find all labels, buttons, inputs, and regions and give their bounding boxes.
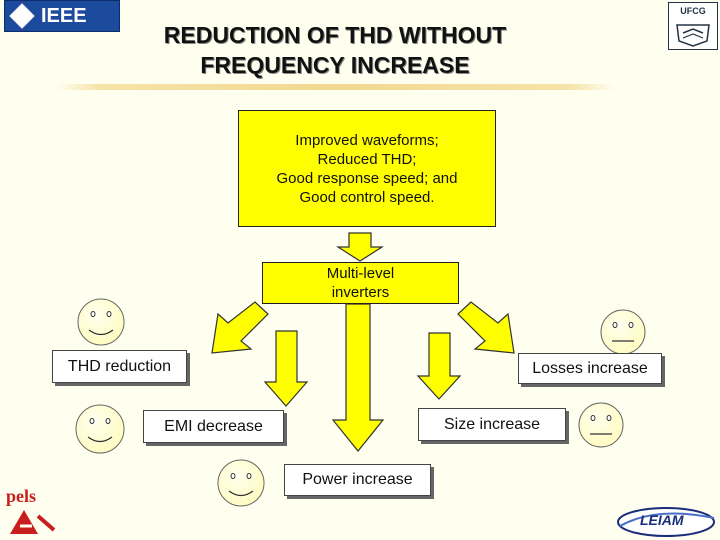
emi-decrease-label: EMI decrease: [164, 417, 263, 435]
benefit-line: Good control speed.: [299, 188, 435, 206]
happy-face-icon: [75, 404, 125, 454]
benefits-box: Improved waveforms; Reduced THD; Good re…: [238, 110, 496, 227]
losses-increase-box: Losses increase: [518, 353, 662, 384]
slide-title-line-1: REDUCTION OF THD WITHOUT: [163, 22, 507, 48]
benefit-line: Good response speed; and: [276, 169, 458, 187]
size-increase-box: Size increase: [418, 408, 566, 441]
pels-emblem-icon: [10, 510, 56, 534]
multilevel-inverters-box: Multi-level inverters: [262, 262, 459, 304]
slide-title: REDUCTION OF THD WITHOUT FREQUENCY INCRE…: [100, 20, 570, 80]
multilevel-line-2: inverters: [331, 284, 390, 301]
benefit-line: Reduced THD;: [317, 150, 417, 168]
thd-reduction-box: THD reduction: [52, 350, 187, 383]
slide-title-line-2: FREQUENCY INCREASE: [200, 52, 470, 78]
leiam-logo-text: LEIAM: [640, 512, 684, 528]
power-increase-box: Power increase: [284, 464, 431, 496]
title-underline: [55, 84, 615, 90]
leiam-logo: LEIAM: [616, 500, 718, 540]
thd-reduction-label: THD reduction: [67, 357, 172, 375]
arrow-center-to-losses: [457, 301, 515, 354]
arrow-center-to-power: [331, 303, 385, 452]
arrow-top-to-center: [335, 232, 385, 262]
leiam-swoosh-icon: [617, 507, 715, 537]
losses-increase-label: Losses increase: [532, 359, 648, 377]
pels-logo: pels: [2, 486, 62, 538]
neutral-face-icon: [600, 309, 646, 355]
neutral-face-icon: [578, 402, 624, 448]
pels-logo-text: pels: [6, 486, 37, 506]
ufcg-logo: UFCG: [668, 2, 718, 50]
arrow-center-to-size: [416, 332, 462, 400]
ieee-logo: IEEE: [4, 0, 120, 32]
ufcg-logo-text: UFCG: [680, 6, 706, 16]
emi-decrease-box: EMI decrease: [143, 410, 284, 443]
arrow-center-to-emi: [263, 330, 309, 407]
arrow-center-to-thd: [211, 301, 269, 354]
ufcg-emblem-icon: [676, 24, 710, 47]
size-increase-label: Size increase: [443, 415, 541, 433]
happy-face-icon: [217, 459, 265, 507]
benefit-line: Improved waveforms;: [295, 131, 439, 149]
multilevel-line-1: Multi-level: [326, 265, 395, 282]
power-increase-label: Power increase: [302, 471, 413, 488]
happy-face-icon: [77, 298, 125, 346]
ieee-logo-text: IEEE: [41, 4, 87, 27]
